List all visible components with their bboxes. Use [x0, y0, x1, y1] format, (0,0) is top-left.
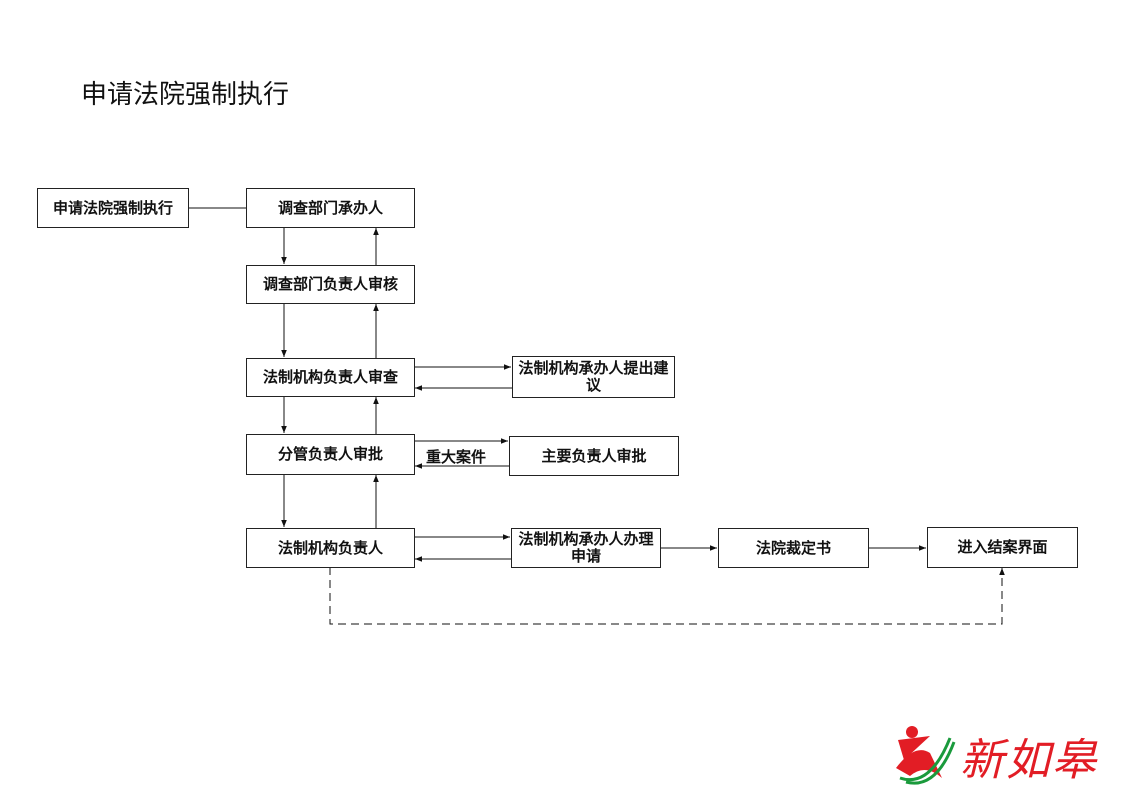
node-investigator: 调查部门承办人 — [246, 188, 415, 228]
node-legal-staff-apply: 法制机构承办人办理申请 — [511, 528, 661, 568]
logo-text: 新如皋 — [960, 735, 1098, 786]
node-legal-staff-suggest: 法制机构承办人提出建议 — [512, 356, 675, 398]
node-chief-approve: 主要负责人审批 — [509, 436, 679, 476]
node-legal-head-review: 法制机构负责人审查 — [246, 358, 415, 397]
node-apply: 申请法院强制执行 — [37, 188, 189, 228]
edge-label-major-case: 重大案件 — [426, 448, 487, 466]
node-investigation-head: 调查部门负责人审核 — [246, 265, 415, 304]
logo-emblem-icon — [896, 726, 956, 785]
node-close-case: 进入结案界面 — [927, 527, 1078, 568]
edge-h-k-dashed — [329, 567, 1005, 625]
brand-logo: 新如皋 — [890, 718, 1120, 788]
node-court-ruling: 法院裁定书 — [718, 528, 869, 568]
node-legal-head: 法制机构负责人 — [246, 528, 415, 568]
node-deputy-approve: 分管负责人审批 — [246, 434, 415, 475]
page-title: 申请法院强制执行 — [81, 80, 290, 110]
